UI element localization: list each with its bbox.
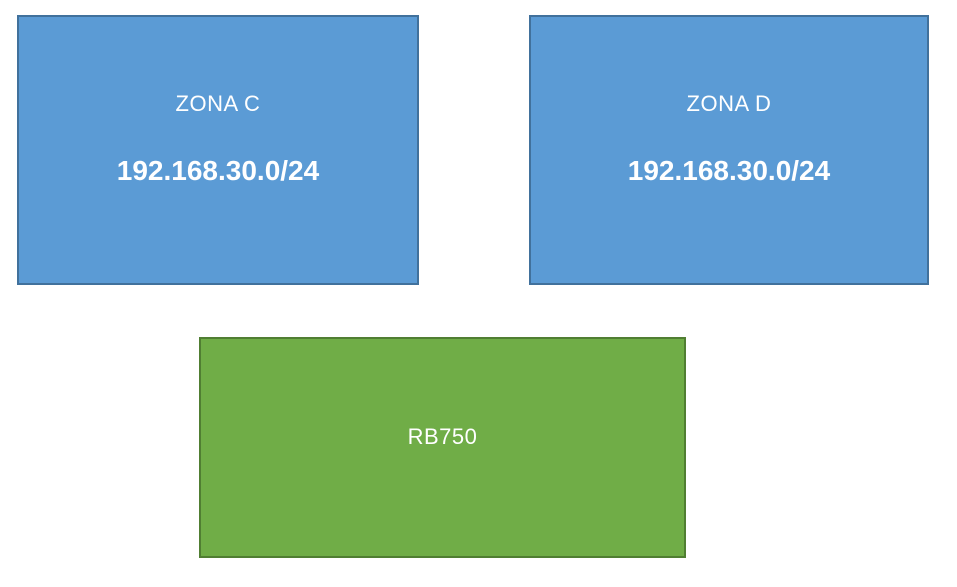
zone-d-box: ZONA D 192.168.30.0/24: [529, 15, 929, 285]
zone-d-subnet: 192.168.30.0/24: [627, 155, 831, 186]
router-box: RB750: [199, 337, 686, 558]
zone-d-label: ZONA D: [686, 91, 772, 116]
zone-c-label: ZONA C: [175, 91, 261, 116]
router-label: RB750: [407, 423, 478, 449]
zone-c-subnet: 192.168.30.0/24: [116, 155, 320, 186]
zone-c-box: ZONA C 192.168.30.0/24: [17, 15, 419, 285]
